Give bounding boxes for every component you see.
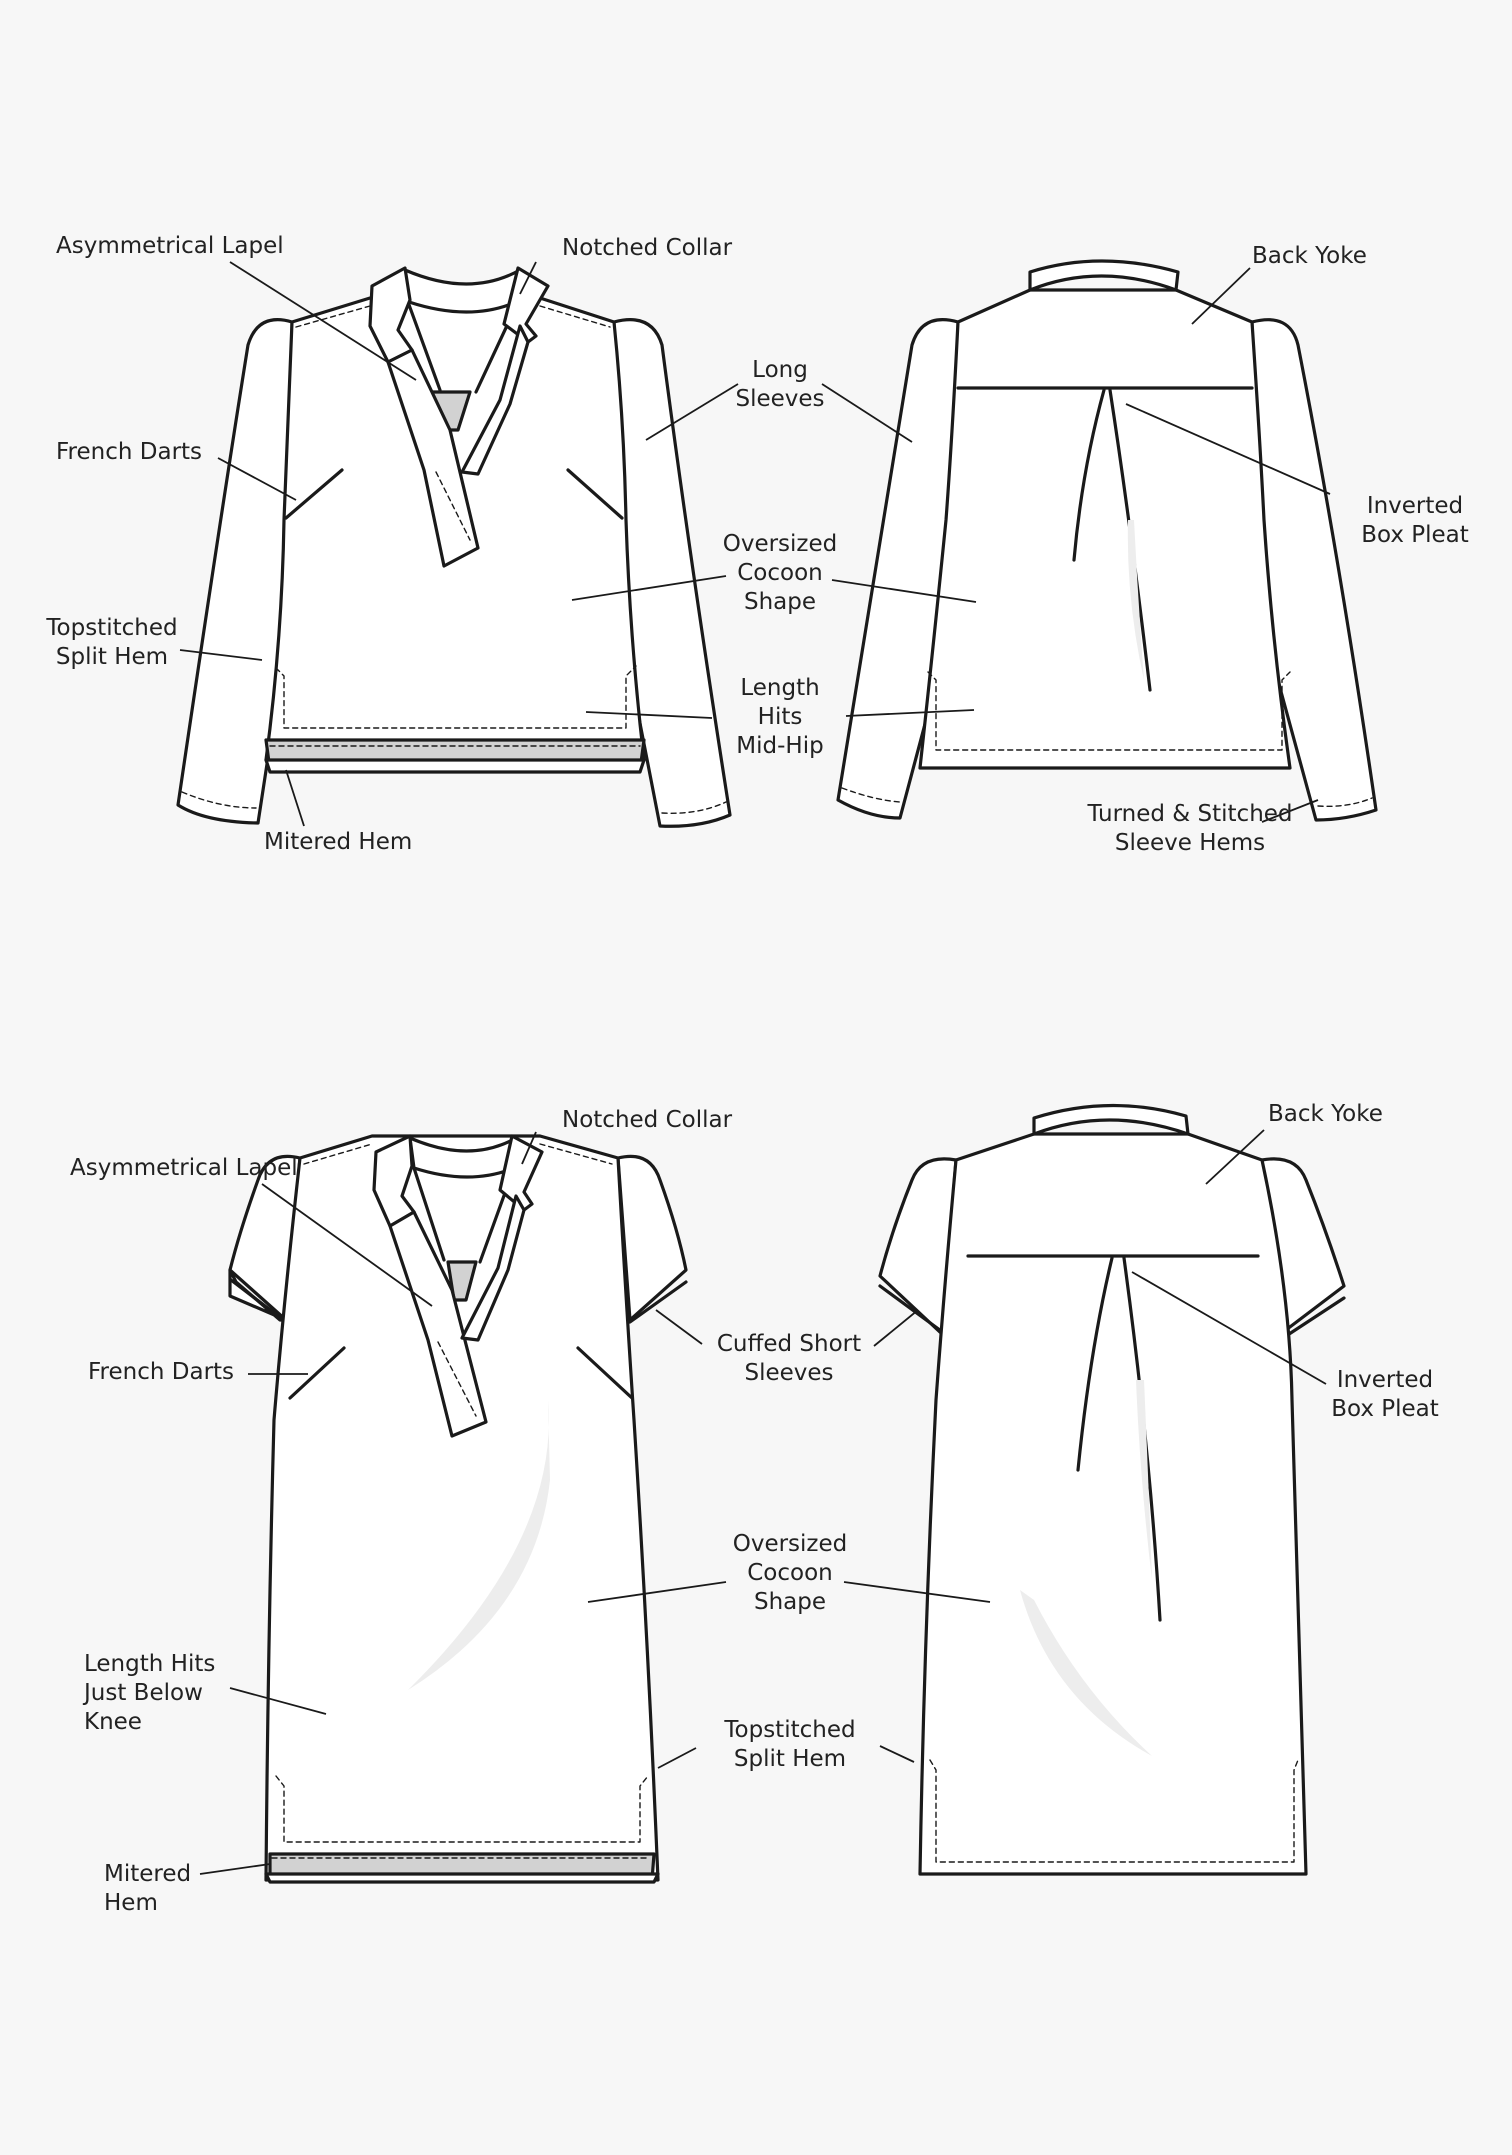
dress-back-yoke-label: Back Yoke xyxy=(1268,1101,1383,1127)
top-oversized-cocoon-shape-label: Oversized Cocoon Shape xyxy=(722,531,838,615)
top-long-sleeves-label: Long Sleeves xyxy=(735,357,825,412)
dress-front-garment xyxy=(228,1134,688,1884)
top-front-right-collar xyxy=(502,266,550,344)
dress-front-lapel xyxy=(388,1210,488,1438)
top-notched-collar-label: Notched Collar xyxy=(562,235,733,261)
top-front-right-sleeve xyxy=(612,318,732,828)
dress-french-darts-label: French Darts xyxy=(88,1359,235,1385)
top-mitered-hem-label: Mitered Hem xyxy=(264,829,413,855)
top-sleeve-hems-label: Turned & Stitched Sleeve Hems xyxy=(1087,801,1293,856)
dress-length-label: Length Hits Just Below Knee xyxy=(84,1651,216,1735)
top-front-left-sleeve xyxy=(176,318,294,825)
dress-front-right-collar xyxy=(498,1134,544,1212)
dress-asymmetrical-lapel-label: Asymmetrical Lapel xyxy=(70,1155,298,1181)
dress-back-garment xyxy=(878,1103,1346,1876)
dress-oversized-cocoon-shape-label: Oversized Cocoon Shape xyxy=(732,1531,848,1615)
dress-back-box-pleat xyxy=(1076,1256,1114,1472)
dress-inverted-box-pleat-label: Inverted Box Pleat xyxy=(1331,1367,1439,1422)
dress-cuffed-short-sleeves-label: Cuffed Short Sleeves xyxy=(716,1331,862,1386)
top-front-collar-stand xyxy=(403,268,522,314)
dress-back-body xyxy=(918,1132,1308,1876)
dress-front-body xyxy=(264,1134,660,1882)
top-front-garment xyxy=(176,266,732,828)
top-french-darts-label: French Darts xyxy=(56,439,203,465)
top-asymmetrical-lapel-label: Asymmetrical Lapel xyxy=(56,233,284,259)
top-front-left-collar xyxy=(368,266,414,364)
top-back-yoke-label: Back Yoke xyxy=(1252,243,1367,269)
dress-front-left-sleeve xyxy=(228,1154,302,1322)
top-topstitched-split-hem-label: Topstitched Split Hem xyxy=(46,615,178,670)
dress-back-left-sleeve xyxy=(878,1157,958,1336)
top-inverted-box-pleat-label: Inverted Box Pleat xyxy=(1361,493,1469,548)
top-back-garment xyxy=(836,259,1378,822)
dress-back-collar xyxy=(1032,1103,1190,1136)
top-back-right-sleeve xyxy=(1250,318,1378,822)
leader-lines xyxy=(179,261,1331,1875)
dress-topstitched-split-hem-label: Topstitched Split Hem xyxy=(724,1717,856,1772)
dress-front-right-sleeve xyxy=(616,1154,688,1322)
dress-front-left-collar xyxy=(372,1134,416,1228)
dress-mitered-hem-label: Mitered Hem xyxy=(104,1861,192,1916)
top-back-collar xyxy=(1028,259,1180,292)
top-back-box-pleat xyxy=(1072,388,1106,562)
top-length-label: Length Hits Mid-Hip xyxy=(736,675,824,759)
dress-notched-collar-label: Notched Collar xyxy=(562,1107,733,1133)
top-back-body xyxy=(918,288,1292,770)
